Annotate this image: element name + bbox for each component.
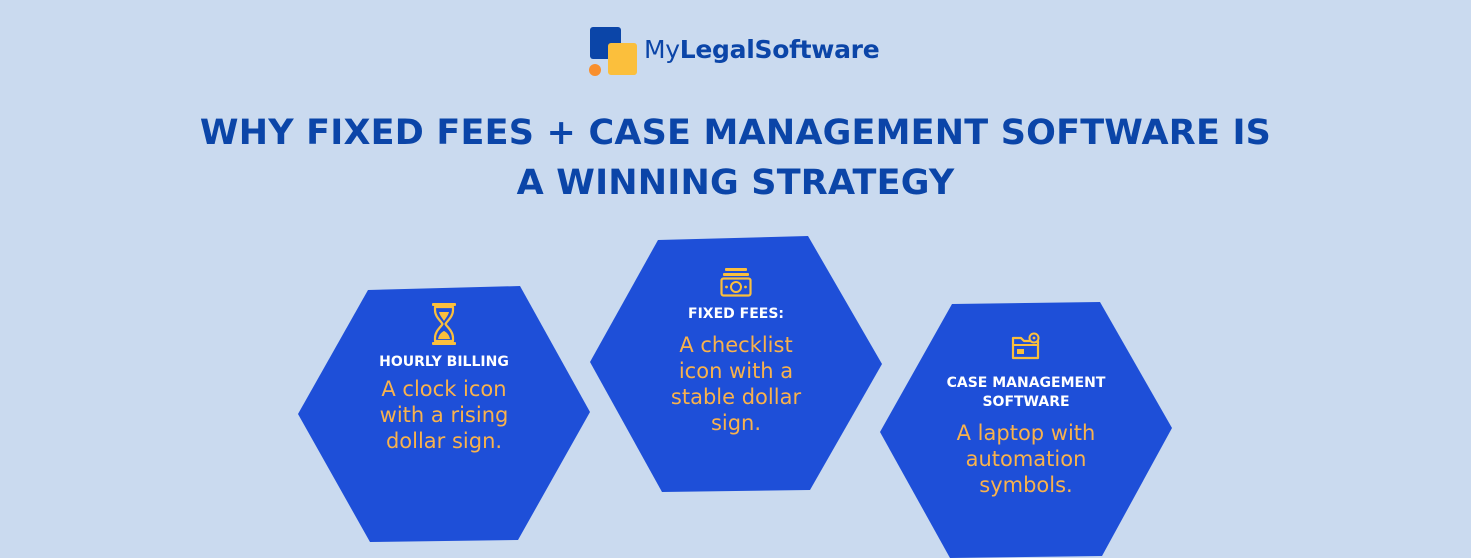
card-label: FIXED FEES: [688,306,784,322]
folder-settings-icon [1011,332,1040,360]
title-line-2: A WINNING STRATEGY [516,163,955,203]
card-label: HOURLY BILLING [379,354,509,370]
page-title: WHY FIXED FEES + CASE MANAGEMENT SOFTWAR… [150,108,1321,208]
card-description: A checklist icon with a stable dollar si… [670,333,802,435]
card-description: A laptop with automation symbols. [956,421,1096,497]
logo-mark-icon [589,27,637,76]
fixed-fees-card: FIXED FEES: A checklist icon with a stab… [588,234,884,494]
brand-name: MyLegalSoftware [644,35,880,64]
hourly-billing-card: HOURLY BILLING A clock icon with a risin… [296,284,592,544]
money-stack-icon [720,268,752,297]
hexagon-shape [880,302,1172,558]
brand-logo[interactable]: MyLegalSoftware [588,27,888,79]
case-management-card: CASE MANAGEMENT SOFTWARE A laptop with a… [878,300,1174,558]
title-line-1: WHY FIXED FEES + CASE MANAGEMENT SOFTWAR… [199,113,1272,153]
hourglass-icon [432,303,456,345]
hexagon-shape [298,286,590,542]
card-description: A clock icon with a rising dollar sign. [379,377,509,453]
card-label: CASE MANAGEMENT SOFTWARE [946,375,1106,410]
hexagon-shape [590,236,882,492]
